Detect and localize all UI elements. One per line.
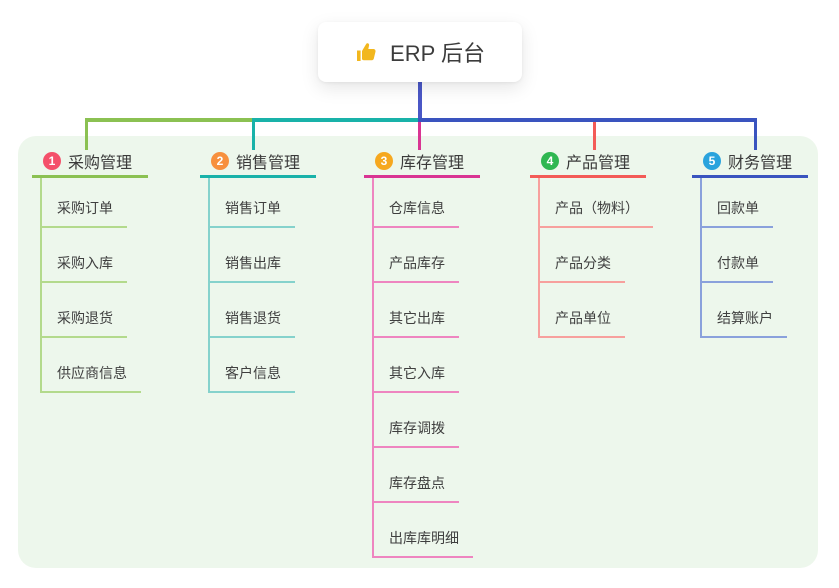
child-node[interactable]: 库存盘点 bbox=[372, 473, 459, 503]
child-node[interactable]: 库存调拨 bbox=[372, 418, 459, 448]
bus-segment-purchase bbox=[85, 118, 255, 122]
child-node[interactable]: 销售订单 bbox=[208, 198, 295, 228]
branch-child-line bbox=[372, 178, 374, 558]
branch-badge: 5 bbox=[703, 151, 721, 170]
child-node[interactable]: 其它出库 bbox=[372, 308, 459, 338]
child-node[interactable]: 结算账户 bbox=[700, 308, 787, 338]
branch-node-product[interactable]: 4 产品管理 bbox=[530, 146, 646, 178]
branch-label: 销售管理 bbox=[236, 154, 301, 172]
root-node[interactable]: ERP 后台 bbox=[318, 22, 522, 82]
child-node[interactable]: 采购入库 bbox=[40, 253, 127, 283]
branch-badge: 3 bbox=[375, 151, 393, 170]
child-node[interactable]: 销售退货 bbox=[208, 308, 295, 338]
child-node[interactable]: 产品（物料） bbox=[538, 198, 653, 228]
branch-child-line bbox=[208, 178, 210, 393]
canvas-panel bbox=[18, 136, 818, 568]
child-node[interactable]: 出库库明细 bbox=[372, 528, 473, 558]
bus-segment-finance bbox=[418, 118, 757, 122]
branch-label: 采购管理 bbox=[68, 154, 133, 172]
child-node[interactable]: 销售出库 bbox=[208, 253, 295, 283]
branch-node-finance[interactable]: 5 财务管理 bbox=[692, 146, 808, 178]
drop-line-finance bbox=[754, 118, 757, 150]
child-node[interactable]: 产品分类 bbox=[538, 253, 625, 283]
child-node[interactable]: 供应商信息 bbox=[40, 363, 141, 393]
child-node[interactable]: 付款单 bbox=[700, 253, 773, 283]
child-node[interactable]: 其它入库 bbox=[372, 363, 459, 393]
branch-badge: 2 bbox=[211, 151, 229, 170]
branch-label: 库存管理 bbox=[400, 154, 465, 172]
branch-node-inventory[interactable]: 3 库存管理 bbox=[364, 146, 480, 178]
child-node[interactable]: 回款单 bbox=[700, 198, 773, 228]
branch-child-line bbox=[40, 178, 42, 393]
branch-label: 产品管理 bbox=[566, 154, 631, 172]
drop-line-inventory bbox=[418, 122, 421, 150]
branch-node-sales[interactable]: 2 销售管理 bbox=[200, 146, 316, 178]
branch-child-line bbox=[700, 178, 702, 338]
thumbs-up-icon bbox=[355, 40, 379, 64]
child-node[interactable]: 采购退货 bbox=[40, 308, 127, 338]
drop-line-purchase bbox=[85, 118, 88, 150]
branch-badge: 1 bbox=[43, 151, 61, 170]
branch-badge: 4 bbox=[541, 151, 559, 170]
root-node-label: ERP 后台 bbox=[390, 41, 485, 66]
child-node[interactable]: 产品单位 bbox=[538, 308, 625, 338]
child-node[interactable]: 仓库信息 bbox=[372, 198, 459, 228]
child-node[interactable]: 采购订单 bbox=[40, 198, 127, 228]
drop-line-product bbox=[593, 122, 596, 150]
child-node[interactable]: 产品库存 bbox=[372, 253, 459, 283]
branch-node-purchase[interactable]: 1 采购管理 bbox=[32, 146, 148, 178]
bus-segment-sales bbox=[252, 118, 420, 122]
drop-line-sales bbox=[252, 118, 255, 150]
branch-label: 财务管理 bbox=[728, 154, 793, 172]
root-connector-line bbox=[418, 82, 422, 120]
child-node[interactable]: 客户信息 bbox=[208, 363, 295, 393]
branch-child-line bbox=[538, 178, 540, 338]
